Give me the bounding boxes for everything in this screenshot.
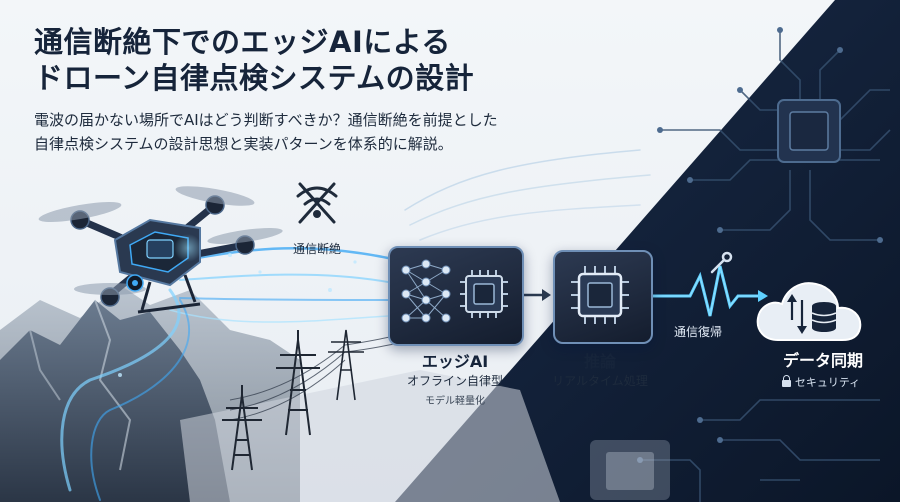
- arrow-icon: [524, 289, 551, 301]
- subtitle-line-2: 自律点検システムの設計思想と実装パターンを体系的に解説。: [34, 135, 453, 153]
- title-line-2: ドローン自律点検システムの設計: [34, 61, 475, 95]
- inference-label: 推論: [583, 352, 616, 371]
- inference-box: [553, 250, 653, 344]
- security-label: セキュリティ: [766, 374, 876, 390]
- edge-ai-label: エッジAI: [421, 352, 489, 371]
- edge-ai-sub2: モデル軽量化: [425, 396, 485, 407]
- heartbeat-wave-icon: [650, 265, 768, 317]
- disconnect-label: 通信断絶: [292, 242, 341, 256]
- page-title: 通信断絶下でのエッジAIによる ドローン自律点検システムの設計: [34, 24, 474, 96]
- chip-icon: [777, 99, 841, 163]
- edge-ai-sub1: オフライン自律型: [406, 374, 503, 388]
- neural-network-icon: [401, 259, 451, 323]
- cloud-icon: [756, 282, 862, 341]
- transmission-tower-icon: [222, 385, 262, 471]
- subtitle-line-1: 電波の届かない場所でAIはどう判断すべきか？通信断絶を前提とした: [34, 111, 498, 129]
- chip-icon: [571, 266, 629, 324]
- security-text: セキュリティ: [794, 376, 861, 389]
- sync-label: データ同期: [782, 351, 863, 370]
- edge-ai-box: [388, 246, 524, 346]
- subtitle: 電波の届かない場所でAIはどう判断すべきか？通信断絶を前提とした 自律点検システ…: [34, 108, 498, 156]
- chip-icon: [460, 270, 508, 318]
- restore-label: 通信復帰: [673, 325, 722, 339]
- wrench-icon: [710, 251, 733, 274]
- lock-icon: [781, 375, 791, 387]
- no-signal-icon: [296, 182, 338, 224]
- inference-sub: リアルタイム処理: [552, 374, 648, 388]
- drone-icon: [38, 186, 283, 314]
- title-line-1: 通信断絶下でのエッジAIによる: [34, 25, 451, 59]
